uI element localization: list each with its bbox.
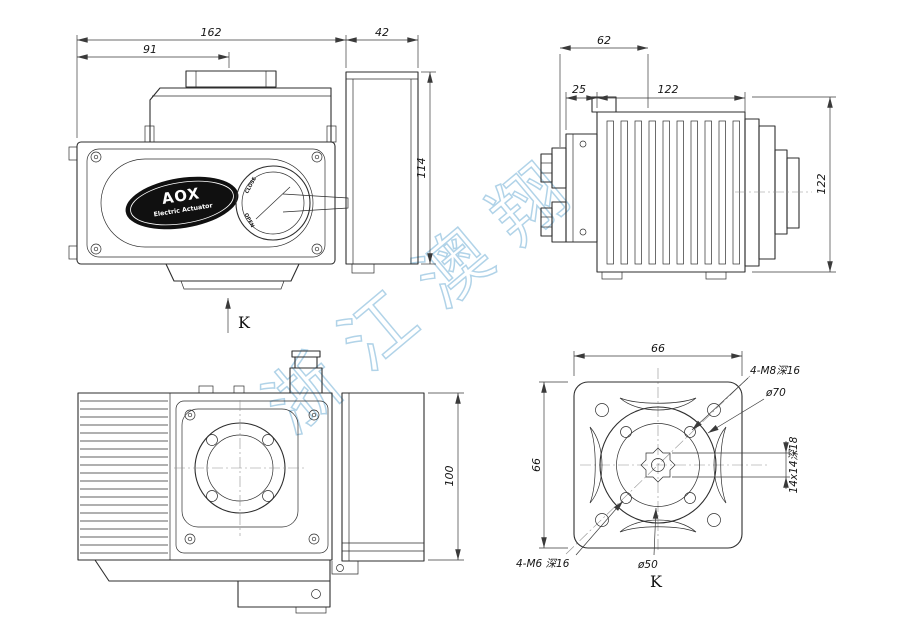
- k-view-label: K: [650, 572, 663, 591]
- brand-logo: AOX Electric Actuator: [125, 176, 239, 230]
- bolt-circle-70: [599, 406, 717, 524]
- view-side-group: [540, 96, 812, 280]
- bolt-circle-50: [616, 423, 700, 507]
- note-dia70: ø70: [765, 387, 786, 399]
- dim-66-height: 66: [530, 458, 543, 472]
- dim-25: 25: [572, 83, 586, 96]
- square-drive-star: [640, 447, 676, 483]
- dim-66-width: 66: [651, 342, 665, 355]
- top-terminal-cap: [185, 70, 277, 88]
- note-4-m8: 4-M8深16: [750, 365, 800, 377]
- lever-handle: [282, 193, 349, 213]
- side-attachment: [345, 71, 419, 265]
- note-dia50: ø50: [637, 559, 658, 571]
- mounting-plate: [573, 381, 743, 549]
- mounting-base: [94, 559, 331, 582]
- dim-62: 62: [597, 34, 611, 47]
- side-body: [596, 111, 746, 273]
- note-4-m6: 4-M6 深16: [516, 558, 570, 570]
- note-14x14: 14x14深18: [788, 436, 800, 493]
- bottom-side-attachment: [341, 392, 425, 562]
- view-k-group: [565, 368, 768, 555]
- view-bottom-group: [77, 350, 425, 614]
- position-dial: [235, 165, 311, 241]
- cable-gland-lower: [540, 201, 567, 243]
- dims-side-group: 62 25 122 122: [559, 34, 836, 273]
- brand-name: AOX: [161, 184, 202, 208]
- top-cable-gland: [289, 350, 323, 394]
- dim-100: 100: [443, 466, 456, 487]
- dim-91: 91: [143, 43, 157, 56]
- bottom-base: [165, 263, 300, 282]
- dim-42: 42: [375, 26, 389, 39]
- upper-housing: [149, 87, 332, 142]
- cable-gland-upper: [540, 147, 567, 189]
- dims-bottom-group: 100: [428, 392, 464, 561]
- dim-114: 114: [415, 158, 428, 179]
- dim-162: 162: [201, 26, 222, 39]
- dim-122-width: 122: [658, 83, 679, 96]
- front-k-arrow-label: K: [238, 313, 251, 332]
- dims-k-group: 66 66 14x14深18 4-M8深16 ø70 4-M6 深16 ø50 …: [516, 342, 800, 591]
- dim-122-height: 122: [815, 174, 828, 195]
- dial-close-label: CLOSE: [244, 176, 258, 195]
- view-front-group: AOX Electric Actuator CLOSE OPEN: [68, 70, 419, 290]
- dims-front-group: 162 91 42 114 K: [76, 26, 436, 333]
